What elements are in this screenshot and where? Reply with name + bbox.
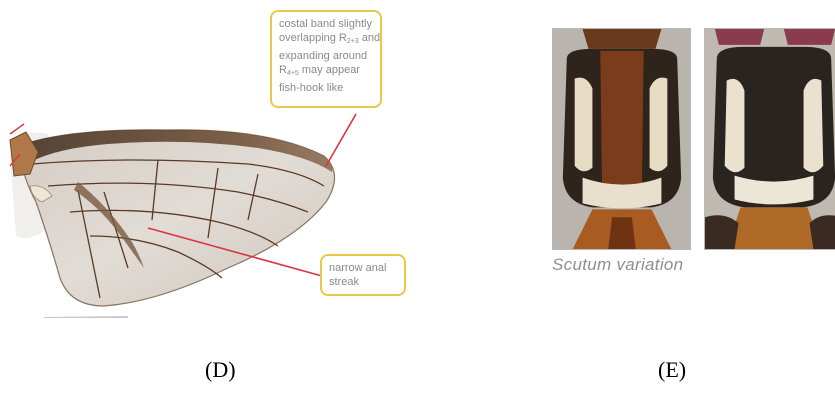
scutum-photo-left: [552, 28, 691, 250]
callout-anal-line1: narrow anal: [329, 261, 397, 275]
pointer-line-costal: [326, 114, 356, 166]
callout-anal-streak: narrow anal streak: [320, 254, 406, 296]
callout-costal-line3: expanding around: [279, 49, 373, 63]
wing-figure-panel: costal band slightly overlapping R2+3 an…: [8, 6, 440, 318]
panel-label-d: (D): [205, 357, 236, 383]
callout-costal-band: costal band slightly overlapping R2+3 an…: [270, 10, 382, 108]
callout-costal-line2: overlapping R2+3 and: [279, 31, 373, 49]
panel-label-e: (E): [658, 357, 686, 383]
callout-costal-line4: R4+5 may appear: [279, 63, 373, 81]
scutum-caption: Scutum variation: [552, 255, 683, 275]
wing-membrane: [18, 130, 335, 306]
callout-costal-line1: costal band slightly: [279, 17, 373, 31]
scutum-figure-panel: Scutum variation: [552, 28, 835, 290]
scutum-photo-right: [704, 28, 835, 250]
callout-costal-line5: fish-hook like: [279, 81, 373, 95]
callout-anal-line2: streak: [329, 275, 397, 289]
